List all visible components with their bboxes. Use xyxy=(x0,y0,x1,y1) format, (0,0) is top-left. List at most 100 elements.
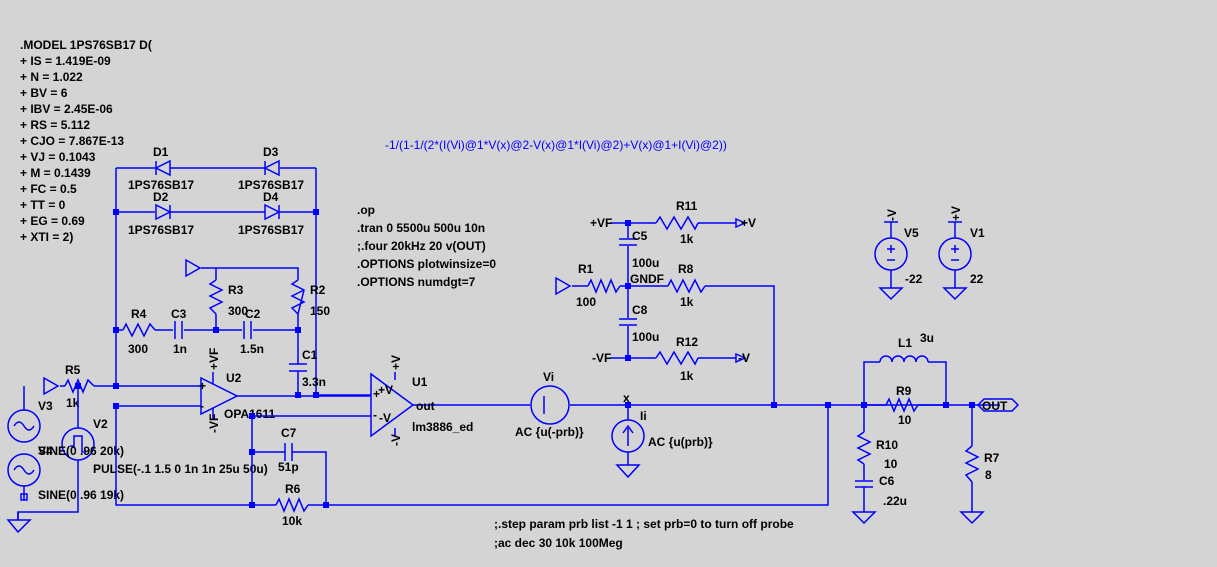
resistor-r8[interactable] xyxy=(667,278,706,294)
source-v5[interactable] xyxy=(874,237,908,271)
input-section: R5 1k V2 PULSE(-.1 1.5 0 1n 1n 25u 50u) … xyxy=(6,363,268,534)
capacitor-c2[interactable] xyxy=(243,321,252,339)
model-line: + XTI = 2) xyxy=(20,230,73,244)
diode-network: D1 1PS76SB17 D3 1PS76SB17 D2 1PS76SB17 D… xyxy=(115,145,317,395)
model-line: .MODEL 1PS76SB17 D( xyxy=(20,38,152,52)
r7-value: 8 xyxy=(985,468,992,482)
diode-d2[interactable] xyxy=(155,203,172,221)
model-line: + CJO = 7.867E-13 xyxy=(20,134,124,148)
directive-step: ;.step param prb list -1 1 ; set prb=0 t… xyxy=(494,517,794,531)
r12-label: R12 xyxy=(676,335,698,349)
model-line: + IBV = 2.45E-06 xyxy=(20,102,113,116)
inductor-l1[interactable] xyxy=(879,355,929,363)
capacitor-c5[interactable] xyxy=(619,238,637,246)
ground-symbol xyxy=(851,511,985,525)
model-line: + IS = 1.419E-09 xyxy=(20,54,111,68)
resistor-r2[interactable] xyxy=(290,279,306,315)
opamp-u1[interactable]: + - +V -V out U1 lm3886_ed +V -V xyxy=(252,355,530,446)
diode-d3[interactable] xyxy=(263,159,280,177)
resistor-r10[interactable] xyxy=(856,431,872,465)
c3-value: 1n xyxy=(173,342,187,356)
r5-label: R5 xyxy=(65,363,81,377)
capacitor-c6[interactable] xyxy=(855,480,873,488)
c1-label: C1 xyxy=(302,348,318,362)
resistor-r1[interactable] xyxy=(587,278,621,294)
c7-value: 51p xyxy=(278,460,299,474)
model-line: + FC = 0.5 xyxy=(20,182,77,196)
source-vi[interactable] xyxy=(530,385,570,425)
vi-label: Vi xyxy=(543,370,554,384)
d4-model: 1PS76SB17 xyxy=(238,223,304,237)
net-arrow xyxy=(735,217,747,364)
v1-label: V1 xyxy=(970,226,985,240)
u1-v-plus: +V xyxy=(389,355,403,370)
resistor-r12[interactable] xyxy=(655,350,699,366)
model-line: + EG = 0.69 xyxy=(20,214,85,228)
power-filter: +VF -VF +V -V C5 100u GNDF C8 100u R11 1… xyxy=(555,199,775,405)
d3-model: 1PS76SB17 xyxy=(238,178,304,192)
u1-label: U1 xyxy=(412,375,428,389)
r10-label: R10 xyxy=(876,438,898,452)
feedback-network: C7 51p R6 10k xyxy=(115,405,829,528)
directive-options-plotwinsize: .OPTIONS plotwinsize=0 xyxy=(357,257,496,271)
u1-model: lm3886_ed xyxy=(412,420,473,434)
resistor-r9[interactable] xyxy=(885,397,919,413)
resistor-r4[interactable] xyxy=(122,322,156,338)
capacitor-c3[interactable] xyxy=(174,321,183,339)
c7-label: C7 xyxy=(281,426,297,440)
r3-value: 300 xyxy=(228,304,248,318)
r9-value: 10 xyxy=(898,413,912,427)
c2-label: C2 xyxy=(245,307,261,321)
supply-sources: -V +V V5 -22 V1 22 xyxy=(874,206,985,301)
u1-vp: +V xyxy=(378,383,393,397)
source-v2[interactable] xyxy=(61,427,95,461)
v2-label: V2 xyxy=(93,417,108,431)
source-v4[interactable] xyxy=(7,453,41,487)
capacitor-c1[interactable] xyxy=(289,363,307,372)
resistor-r11[interactable] xyxy=(655,215,699,231)
diode-d4[interactable] xyxy=(264,203,281,221)
model-line: + VJ = 0.1043 xyxy=(20,150,96,164)
r11-value: 1k xyxy=(680,232,694,246)
compensation-network: R4 300 C3 1n R3 300 C2 1.5n R2 150 C1 3.… xyxy=(116,258,330,395)
resistor-r7[interactable] xyxy=(964,445,980,483)
u2-label: U2 xyxy=(226,371,242,385)
c5-label: C5 xyxy=(632,229,648,243)
v1-value: 22 xyxy=(970,272,984,286)
opamp-u2[interactable]: + - U2 OPA1611 +VF -VF xyxy=(116,348,370,433)
capacitor-c7[interactable] xyxy=(284,443,293,461)
d4-label: D4 xyxy=(263,190,279,204)
u2-minus: - xyxy=(200,399,204,413)
r10-value: 10 xyxy=(884,457,898,471)
source-v3[interactable] xyxy=(7,409,41,443)
spice-directives: .op .tran 0 5500u 500u 10n ;.four 20kHz … xyxy=(357,203,496,289)
net-mv-label: -V xyxy=(738,351,750,365)
out-port-flag xyxy=(976,398,1020,412)
d2-model: 1PS76SB17 xyxy=(128,223,194,237)
r5-value: 1k xyxy=(66,396,80,410)
u2-vf-minus: -VF xyxy=(207,414,221,433)
v4-label: V4 xyxy=(38,444,53,458)
source-ii[interactable] xyxy=(611,419,645,453)
r8-label: R8 xyxy=(678,262,694,276)
directive-ac: ;ac dec 30 10k 100Meg xyxy=(494,536,623,550)
directive-options-numdgt: .OPTIONS numdgt=7 xyxy=(357,275,476,289)
l1-label: L1 xyxy=(898,336,912,350)
c8-value: 100u xyxy=(632,330,659,344)
u1-plus: + xyxy=(373,387,380,401)
diode-d1[interactable] xyxy=(154,159,171,177)
directive-op: .op xyxy=(357,203,375,217)
source-v1[interactable] xyxy=(938,237,972,271)
u1-out-pin: out xyxy=(416,399,435,413)
v3-sine: SINE(0 .96 20k) xyxy=(38,444,124,458)
resistor-r3[interactable] xyxy=(208,279,224,315)
v4-sine: SINE(0 .96 19k) xyxy=(38,488,124,502)
resistor-r6[interactable] xyxy=(275,497,309,513)
r4-value: 300 xyxy=(128,342,148,356)
resistor-r5[interactable] xyxy=(64,378,95,394)
r3-label: R3 xyxy=(228,283,244,297)
u1-vm: -V xyxy=(379,411,391,425)
ground-symbol xyxy=(878,287,968,301)
directive-four: ;.four 20kHz 20 v(OUT) xyxy=(357,239,486,253)
capacitor-c8[interactable] xyxy=(619,318,637,326)
